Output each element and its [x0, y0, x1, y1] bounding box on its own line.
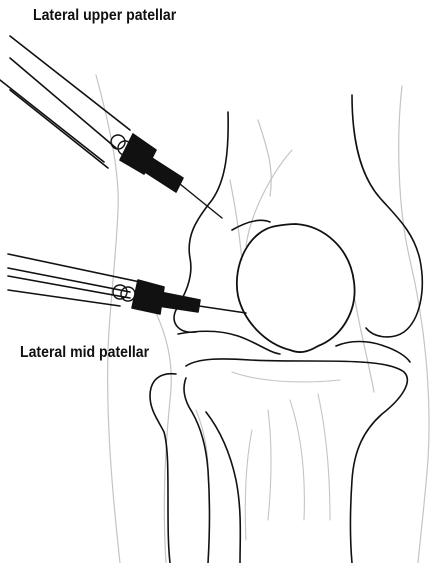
joint-line	[178, 331, 410, 362]
patella	[237, 224, 355, 352]
upper-syringe	[0, 36, 222, 218]
syringe-icon	[0, 36, 222, 218]
syringe-icon	[8, 254, 246, 314]
lateral-mid-patellar-label: Lateral mid patellar	[20, 344, 149, 362]
fibula	[150, 374, 210, 563]
tibia-inner-contours	[196, 372, 340, 540]
femur	[174, 95, 422, 337]
mid-syringe	[8, 254, 246, 314]
lateral-upper-patellar-label: Lateral upper patellar	[33, 7, 176, 25]
